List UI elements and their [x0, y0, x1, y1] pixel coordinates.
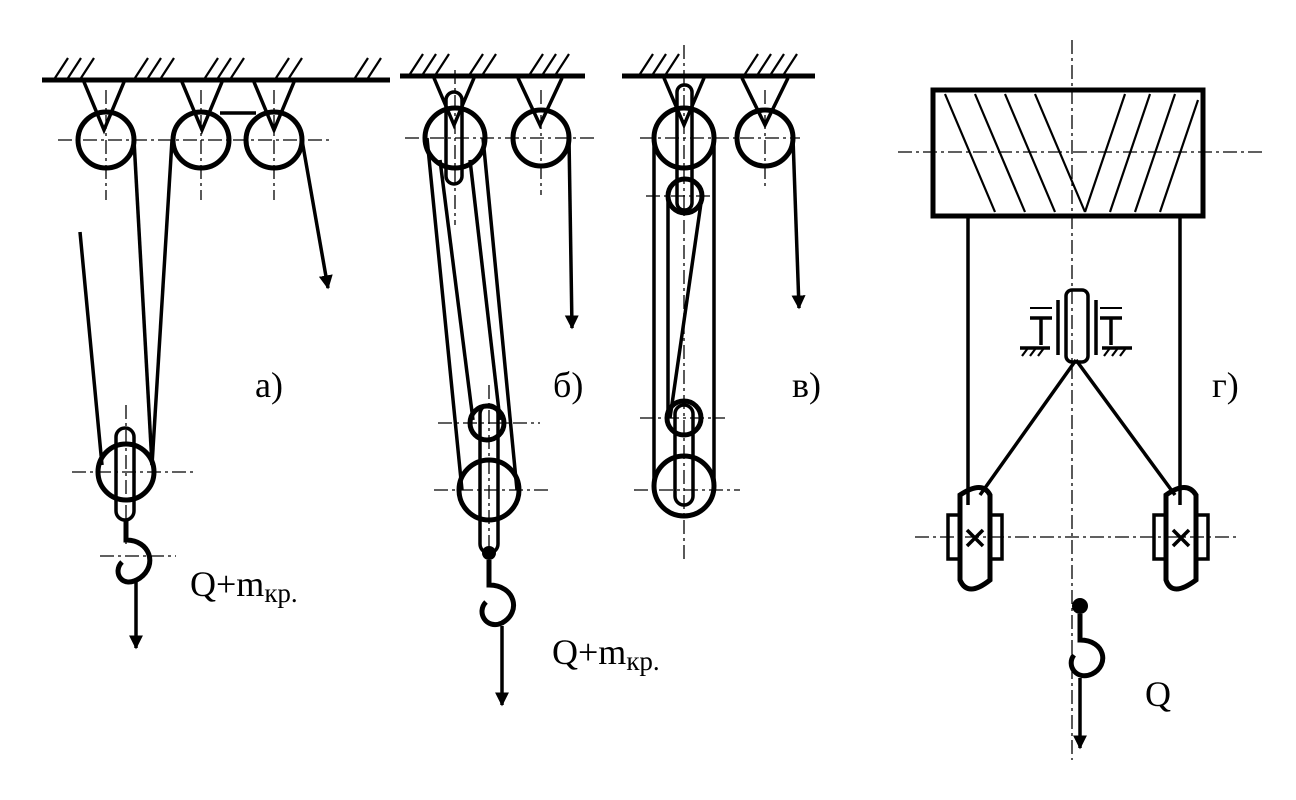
hook-g — [1068, 614, 1106, 679]
panel-g-scheme — [898, 40, 1265, 760]
load-label-a: Q+mкр. — [190, 566, 298, 607]
load-label-g: Q — [1145, 674, 1171, 714]
drum-hatching — [943, 93, 1200, 213]
panel-g-label: г) — [1212, 365, 1239, 405]
load-label-b-base: Q+m — [552, 632, 627, 672]
left-sheave-g — [946, 485, 1004, 592]
drum — [930, 87, 1206, 219]
ceiling-a — [42, 57, 390, 83]
hook-a — [115, 520, 153, 585]
load-label-a-sub: кр. — [264, 578, 298, 608]
hook-b — [479, 560, 516, 628]
load-label-a-base: Q+m — [190, 564, 265, 604]
panel-v-label: в) — [792, 365, 821, 405]
panel-b-scheme — [400, 53, 595, 707]
panel-b-label: б) — [553, 365, 584, 405]
equalizer-sheave — [1064, 288, 1090, 364]
load-label-b: Q+mкр. — [552, 634, 660, 675]
panel-a-scheme — [42, 57, 390, 650]
moving-sheave-v-large — [651, 453, 717, 519]
ceiling-v — [622, 53, 815, 79]
panel-a-label: а) — [255, 365, 283, 405]
panel-v-scheme — [622, 45, 815, 560]
ceiling-b — [400, 53, 585, 79]
load-label-b-sub: кр. — [626, 646, 660, 676]
